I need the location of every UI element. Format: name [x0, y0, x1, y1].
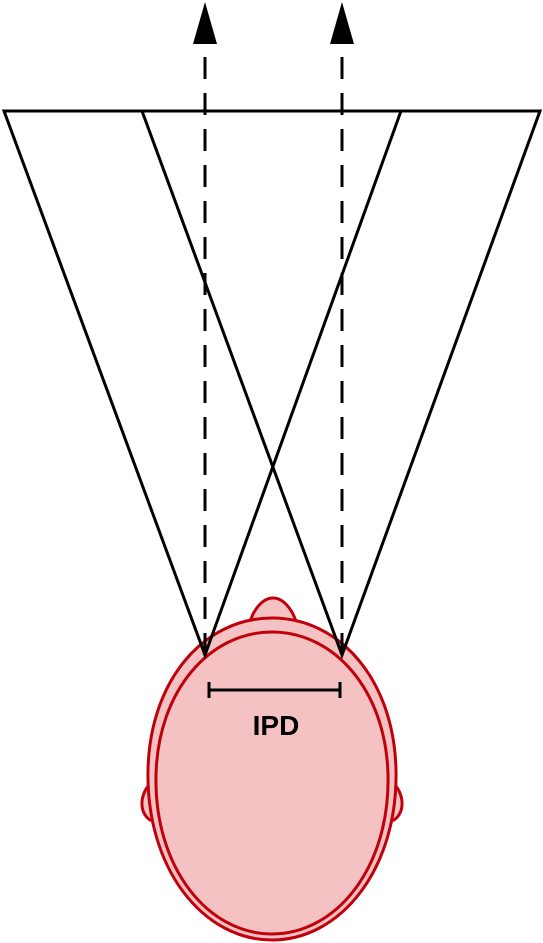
- arrow-up-icon: [193, 2, 217, 44]
- head-inner-contour: [154, 630, 390, 936]
- head-top-view-icon: [140, 596, 404, 942]
- ipd-measure: IPD: [207, 682, 342, 741]
- ipd-label: IPD: [253, 710, 300, 741]
- arrow-up-icon: [330, 2, 354, 44]
